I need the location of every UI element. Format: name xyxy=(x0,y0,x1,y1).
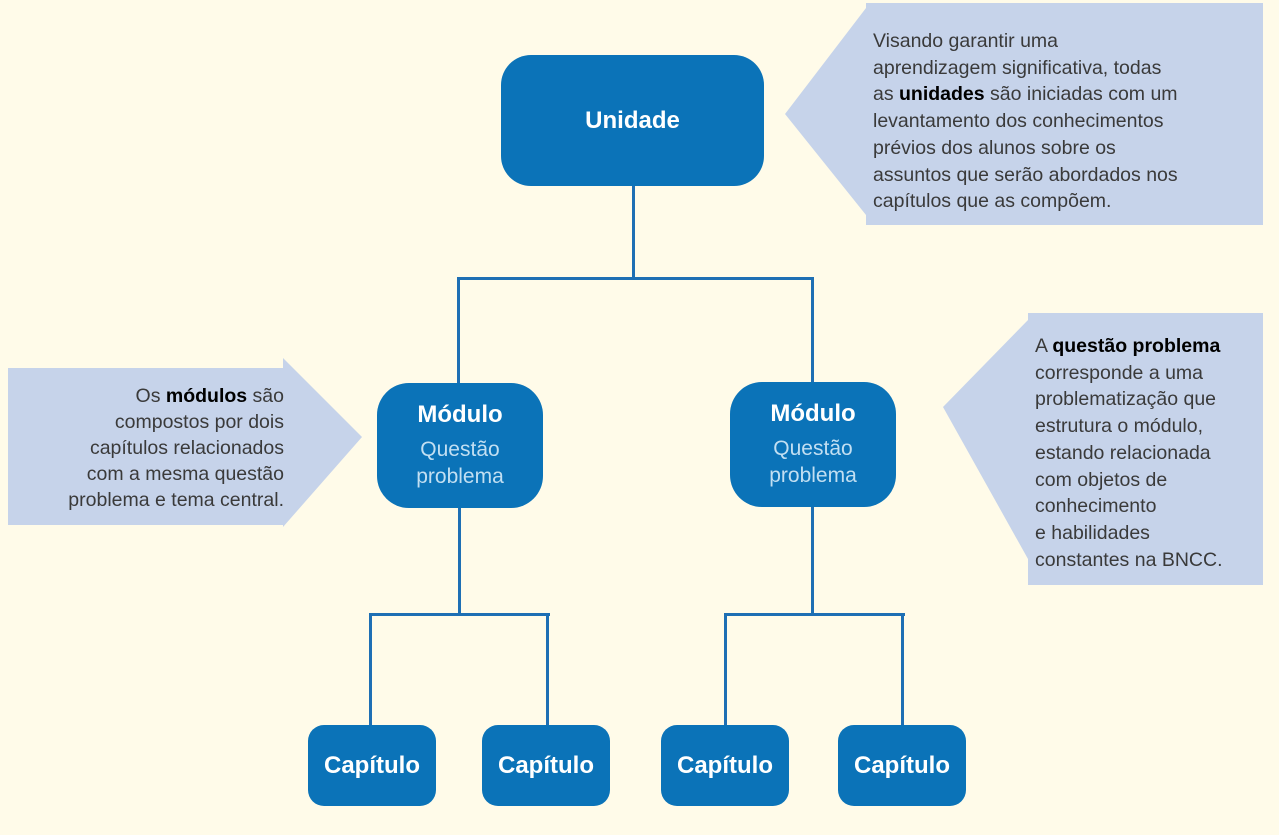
connector-chapter-3-drop xyxy=(724,613,727,726)
node-chapter-1-label: Capítulo xyxy=(324,751,420,779)
node-chapter-1: Capítulo xyxy=(308,725,436,806)
node-chapter-3: Capítulo xyxy=(661,725,789,806)
connector-unidade-stem xyxy=(632,186,635,278)
connector-module-left-drop xyxy=(457,277,460,383)
left-arrow-pointer-shape xyxy=(943,313,1263,585)
left-arrow-pointer-shape xyxy=(785,3,1263,225)
connector-top-horizontal xyxy=(457,277,814,280)
connector-chapter-1-drop xyxy=(369,613,372,725)
node-unidade: Unidade xyxy=(501,55,764,186)
connector-left-horizontal xyxy=(369,613,550,616)
connector-module-right-drop xyxy=(811,277,814,382)
node-chapter-4-label: Capítulo xyxy=(854,751,950,779)
callout-unidade-arrow-shape xyxy=(785,3,1263,225)
node-chapter-2-label: Capítulo xyxy=(498,751,594,779)
node-chapter-4: Capítulo xyxy=(838,725,966,806)
connector-chapter-4-drop xyxy=(901,613,904,726)
connector-module-right-stem xyxy=(811,507,814,613)
node-module-right-title: Módulo xyxy=(770,400,856,427)
callout-modulos-arrow-shape xyxy=(8,358,362,527)
node-unidade-label: Unidade xyxy=(585,106,680,134)
connector-chapter-2-drop xyxy=(546,613,549,725)
node-module-left-title: Módulo xyxy=(417,401,503,428)
connector-module-left-stem xyxy=(458,508,461,613)
right-arrow-pointer-shape xyxy=(8,358,362,527)
callout-questao-arrow-shape xyxy=(943,313,1263,585)
connector-right-horizontal xyxy=(724,613,905,616)
node-chapter-2: Capítulo xyxy=(482,725,610,806)
node-chapter-3-label: Capítulo xyxy=(677,751,773,779)
